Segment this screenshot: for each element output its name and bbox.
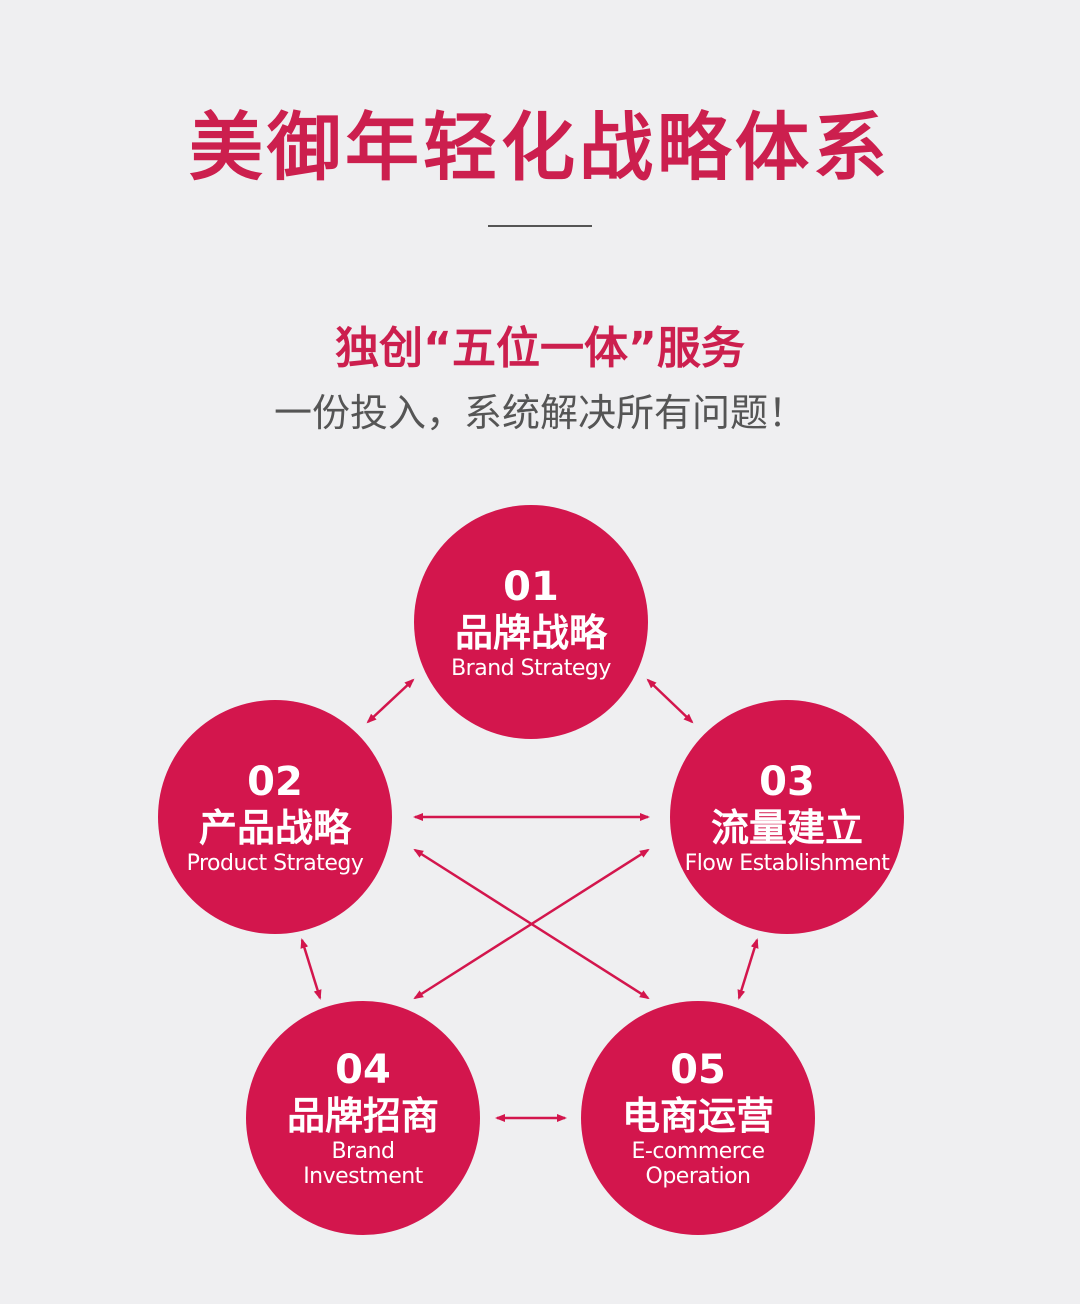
node-title-cn: 电商运营 — [621, 1094, 774, 1138]
arrow-02-04 — [300, 938, 322, 1000]
arrow-03-05 — [737, 938, 759, 1000]
node-title-en: Brand Strategy — [451, 655, 611, 681]
node-number: 03 — [759, 758, 815, 805]
node-title-cn: 品牌战略 — [454, 610, 607, 655]
node-brand-investment: 04 品牌招商 Brand Investment — [246, 1001, 480, 1235]
node-number: 02 — [247, 758, 303, 805]
page-title: 美御年轻化战略体系 — [189, 105, 891, 191]
node-title-en: Brand Investment — [303, 1139, 423, 1189]
node-ecommerce-operation: 05 电商运营 E-commerce Operation — [581, 1001, 815, 1235]
arrow-01-02 — [366, 678, 415, 724]
node-title-cn: 流量建立 — [710, 805, 863, 850]
arrow-03-04 — [413, 848, 650, 1000]
node-number: 05 — [670, 1047, 726, 1093]
node-number: 04 — [335, 1047, 391, 1093]
node-title-cn: 产品战略 — [198, 805, 351, 850]
node-brand-strategy: 01 品牌战略 Brand Strategy — [414, 505, 648, 739]
tagline: 一份投入，系统解决所有问题！ — [273, 391, 806, 435]
node-title-en: Product Strategy — [186, 850, 364, 876]
node-title-en: E-commerce Operation — [631, 1139, 765, 1189]
divider — [488, 225, 592, 227]
node-product-strategy: 02 产品战略 Product Strategy — [158, 700, 392, 934]
subtitle: 独创“五位一体”服务 — [335, 323, 745, 374]
node-flow-establishment: 03 流量建立 Flow Establishment — [670, 700, 904, 934]
node-title-en: Flow Establishment — [684, 850, 890, 876]
node-number: 01 — [503, 563, 559, 610]
arrow-01-03 — [646, 678, 694, 724]
node-title-cn: 品牌招商 — [286, 1094, 439, 1138]
